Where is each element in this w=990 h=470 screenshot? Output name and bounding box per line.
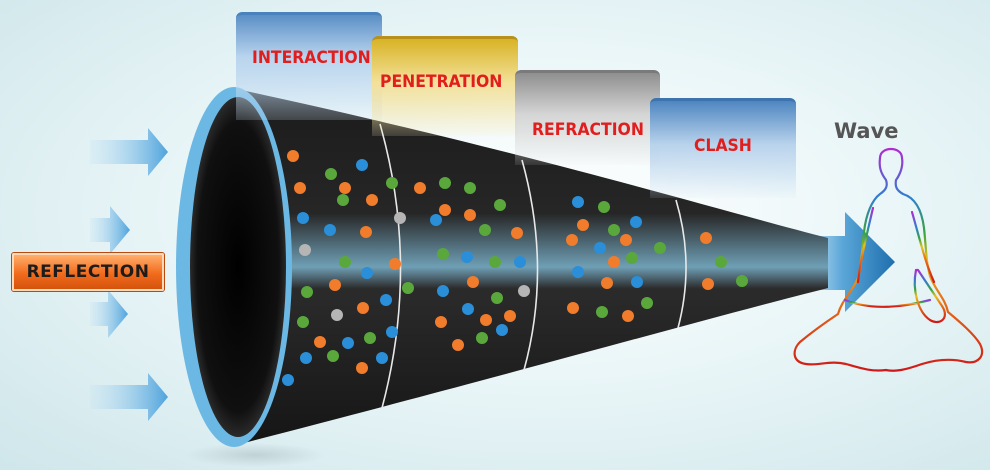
wave-label: Wave [834, 119, 899, 143]
particles [282, 150, 748, 386]
right-arrow-icon [90, 290, 128, 338]
right-arrow-icon [90, 373, 168, 421]
cone-shadow [185, 443, 325, 467]
right-arrow-icon [90, 128, 168, 176]
refraction-label: REFRACTION [532, 120, 644, 140]
penetration-box [372, 36, 518, 136]
clash-box [650, 98, 796, 198]
penetration-label: PENETRATION [380, 72, 503, 92]
interaction-label: INTERACTION [252, 48, 371, 68]
reflection-label: REFLECTION [26, 262, 150, 282]
clash-label: CLASH [694, 136, 752, 156]
refraction-box [515, 70, 660, 165]
meditating-figure-icon [793, 147, 984, 372]
right-arrow-icon [90, 206, 130, 254]
interaction-box [236, 12, 382, 120]
reflection-label-box: REFLECTION [12, 253, 164, 291]
